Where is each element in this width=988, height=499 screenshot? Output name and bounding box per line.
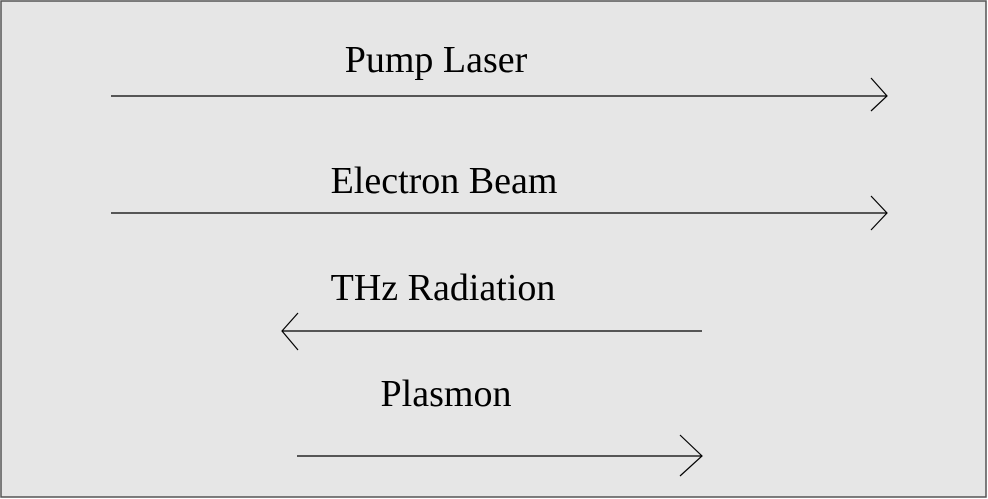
pump-laser-arrow [111, 77, 888, 112]
thz-radiation-label: THz Radiation [331, 267, 556, 309]
thz-radiation-arrow [281, 312, 702, 351]
plasmon-arrow [297, 434, 703, 477]
pump-laser-label: Pump Laser [345, 39, 528, 81]
electron-beam-arrow [111, 195, 888, 231]
electron-beam-label: Electron Beam [331, 160, 558, 202]
plasmon-label: Plasmon [381, 373, 512, 415]
